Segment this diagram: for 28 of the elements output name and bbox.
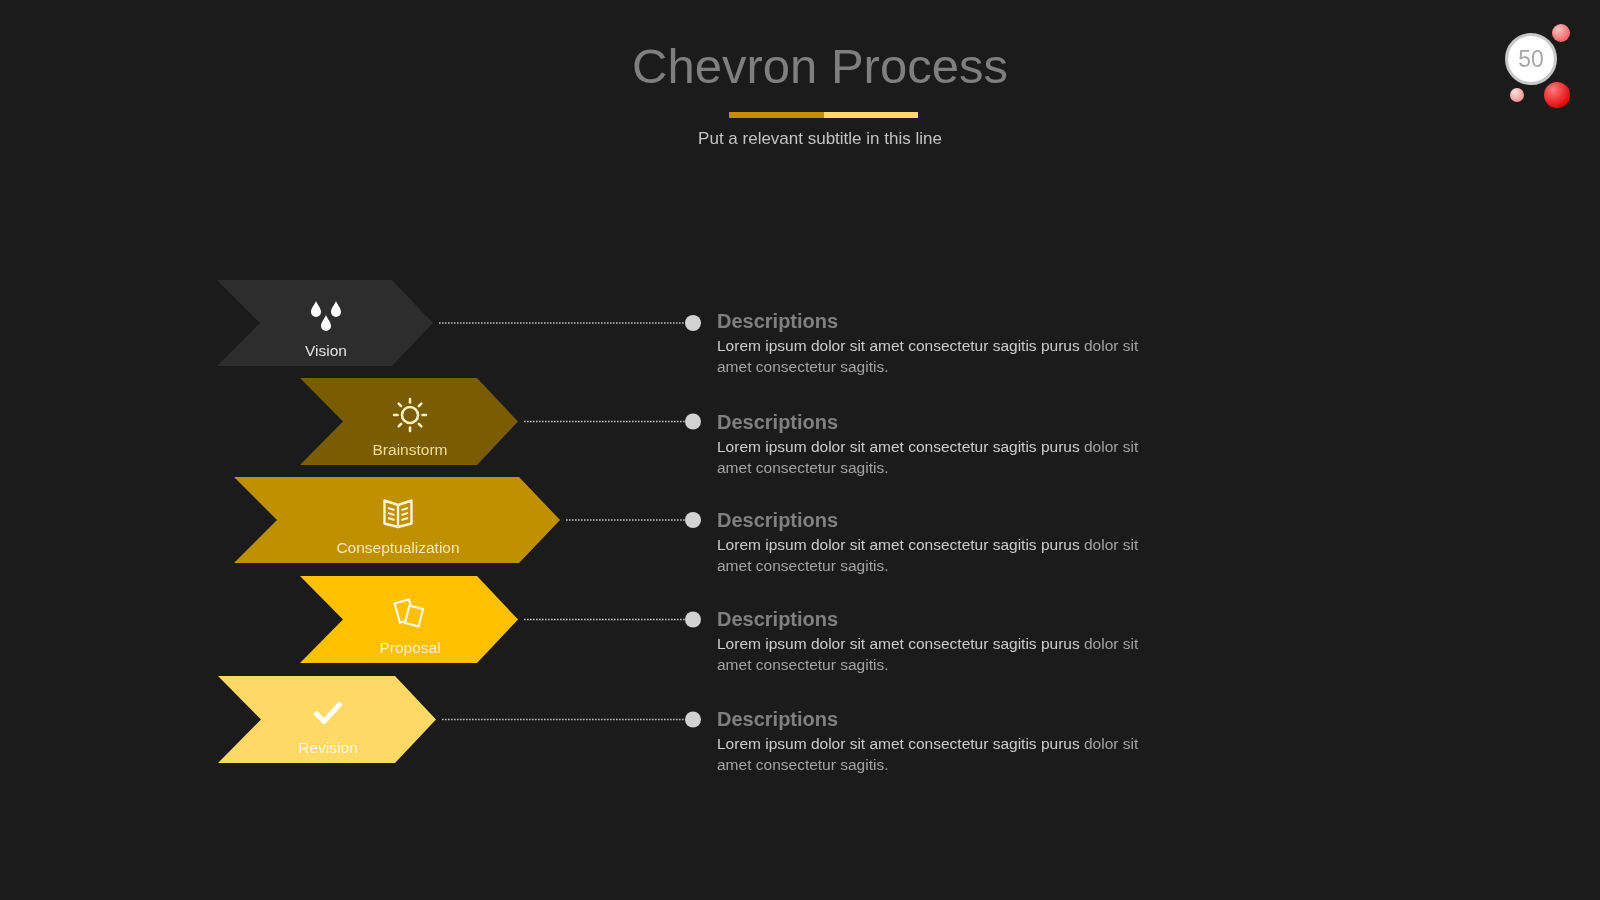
chevron-step (300, 576, 518, 663)
chevron-step (300, 378, 518, 465)
slide-subtitle: Put a relevant subtitle in this line (698, 128, 942, 150)
chevron-step (234, 477, 560, 563)
dotted-connector (441, 711, 702, 728)
dotted-connector (523, 611, 702, 628)
chevron-step (217, 280, 433, 366)
step-label: Proposal (379, 637, 441, 657)
description-heading: Descriptions (717, 508, 839, 532)
dotted-connector (523, 413, 702, 430)
step-label: Brainstorm (372, 439, 448, 459)
slide-title: Chevron Process (632, 38, 1008, 95)
step-label: Conseptualization (336, 537, 460, 557)
description-heading: Descriptions (717, 309, 839, 333)
page-number-badge: 50 (1505, 33, 1557, 85)
chevron-step (218, 676, 436, 763)
step-label: Vision (305, 340, 347, 360)
dotted-connector (565, 512, 702, 528)
description-heading: Descriptions (717, 707, 839, 731)
dotted-connector (438, 315, 702, 331)
step-label: Revision (298, 737, 358, 757)
description-text: Lorem ipsum dolor sit amet consectetur sagitis purus dolor sit amet consectetur sagitis. (717, 437, 1140, 478)
description-text: Lorem ipsum dolor sit amet consectetur sagitis purus dolor sit amet consectetur sagitis. (717, 634, 1140, 675)
description-text: Lorem ipsum dolor sit amet consectetur sagitis purus dolor sit amet consectetur sagitis. (717, 734, 1140, 775)
description-heading: Descriptions (717, 607, 839, 631)
description-heading: Descriptions (717, 410, 839, 434)
description-text: Lorem ipsum dolor sit amet consectetur sagitis purus dolor sit amet consectetur sagitis. (717, 336, 1140, 377)
description-text: Lorem ipsum dolor sit amet consectetur sagitis purus dolor sit amet consectetur sagitis. (717, 535, 1140, 576)
